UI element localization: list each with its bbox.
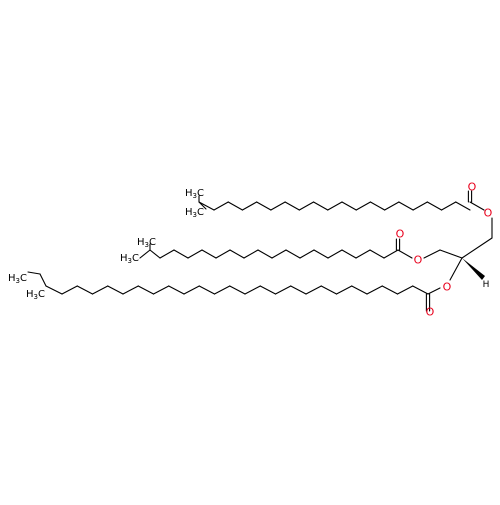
middle-acyl-chain-bond: [243, 249, 259, 259]
top-branch-bond: [198, 201, 207, 210]
top-acyl-chain-bond: [256, 201, 272, 211]
bottom-acyl-chain-bond: [107, 285, 124, 295]
middle-acyl-chain-bond: [327, 249, 343, 259]
top-acyl-chain-bond: [327, 201, 343, 211]
oxygen-atom-label: O: [396, 228, 405, 241]
oxygen-atom-label: O: [443, 281, 452, 294]
methyl-group-label: H3C: [185, 188, 204, 201]
middle-acyl-chain-bond: [271, 249, 287, 259]
glycerol-bond: [423, 249, 441, 259]
top-acyl-chain-bond: [384, 201, 400, 211]
middle-acyl-chain-bond: [159, 249, 175, 259]
bottom-acyl-chain-bond: [168, 285, 185, 295]
middle-branch-bond: [149, 249, 161, 259]
middle-acyl-chain-bond: [369, 249, 385, 259]
bottom-acyl-chain-bond: [244, 285, 261, 295]
bottom-acyl-chain-bond: [366, 285, 383, 295]
top-acyl-chain-bond: [227, 201, 243, 211]
methyl-group-label: H3C: [137, 237, 156, 250]
oxygen-atom-label: O: [414, 254, 423, 267]
bottom-acyl-chain-bond: [351, 285, 368, 295]
top-acyl-chain-bond: [241, 201, 258, 211]
bottom-branch-bond: [45, 285, 63, 295]
oxygen-atom-label: O: [426, 306, 435, 319]
middle-acyl-chain-bond: [313, 249, 329, 259]
bottom-acyl-chain-bond: [76, 285, 94, 295]
bottom-acyl-chain-bond: [320, 285, 338, 295]
middle-acyl-chain-bond: [341, 249, 357, 259]
middle-acyl-chain-bond: [173, 249, 189, 259]
methyl-group-label: H3C: [26, 289, 45, 302]
oxygen-atom-label: O: [484, 207, 493, 220]
middle-ester-bond: [397, 249, 413, 259]
bottom-acyl-chain-bond: [335, 285, 353, 295]
bottom-acyl-chain-bond: [91, 285, 109, 295]
middle-acyl-chain-bond: [383, 249, 399, 259]
bottom-acyl-chain-bond: [213, 285, 231, 295]
top-acyl-chain-bond: [398, 201, 414, 211]
glycerol-bond: [461, 237, 493, 259]
bottom-acyl-chain-bond: [305, 285, 322, 295]
oxygen-atom-label: O: [468, 181, 477, 194]
top-acyl-chain-bond: [341, 201, 357, 211]
middle-acyl-chain-bond: [299, 249, 315, 259]
methyl-group-label: H3C: [120, 253, 139, 266]
bottom-branch-bond: [39, 273, 47, 287]
middle-acyl-chain-bond: [229, 249, 245, 259]
bottom-acyl-chain-bond: [381, 285, 399, 295]
top-acyl-chain-bond: [426, 201, 443, 211]
top-acyl-chain-bond: [355, 201, 371, 211]
bottom-acyl-chain-bond: [137, 285, 155, 295]
middle-acyl-chain-bond: [187, 249, 203, 259]
bottom-acyl-chain-bond: [396, 285, 414, 295]
methyl-group-label: H3C: [8, 273, 27, 286]
bottom-ester-bond: [427, 287, 441, 295]
top-acyl-chain-bond: [270, 201, 286, 211]
methyl-group-label: H3C: [185, 207, 204, 220]
top-acyl-chain-bond: [455, 201, 471, 211]
bottom-acyl-chain-bond: [290, 285, 307, 295]
top-acyl-chain-bond: [298, 201, 315, 211]
bottom-acyl-chain-bond: [412, 285, 429, 295]
bottom-acyl-chain-bond: [229, 285, 246, 295]
top-acyl-chain-bond: [441, 201, 457, 211]
hydrogen-atom-label: H: [483, 280, 490, 290]
top-branch-bond: [198, 201, 215, 211]
middle-branch-bond: [139, 249, 151, 259]
middle-acyl-chain-bond: [201, 249, 217, 259]
middle-acyl-chain-bond: [215, 249, 231, 259]
top-acyl-chain-bond: [213, 201, 229, 211]
bottom-acyl-chain-bond: [274, 285, 292, 295]
bottom-acyl-chain-bond: [198, 285, 216, 295]
middle-acyl-chain-bond: [355, 249, 371, 259]
bottom-branch-bond: [27, 271, 41, 275]
bottom-acyl-chain-bond: [152, 285, 170, 295]
top-acyl-chain-bond: [313, 201, 329, 211]
bottom-acyl-chain-bond: [259, 285, 277, 295]
middle-acyl-chain-bond: [257, 249, 273, 259]
bottom-acyl-chain-bond: [183, 285, 200, 295]
bond-layer: [27, 190, 493, 312]
middle-acyl-chain-bond: [285, 249, 301, 259]
top-acyl-chain-bond: [412, 201, 428, 211]
bottom-acyl-chain-bond: [122, 285, 139, 295]
glycerol-bond: [439, 249, 463, 259]
glycerol-bond: [449, 257, 463, 281]
top-acyl-chain-bond: [284, 201, 300, 211]
stereo-wedge-bond: [462, 258, 485, 280]
top-acyl-chain-bond: [369, 201, 386, 211]
bottom-acyl-chain-bond: [61, 285, 78, 295]
top-ester-bond: [469, 201, 485, 211]
